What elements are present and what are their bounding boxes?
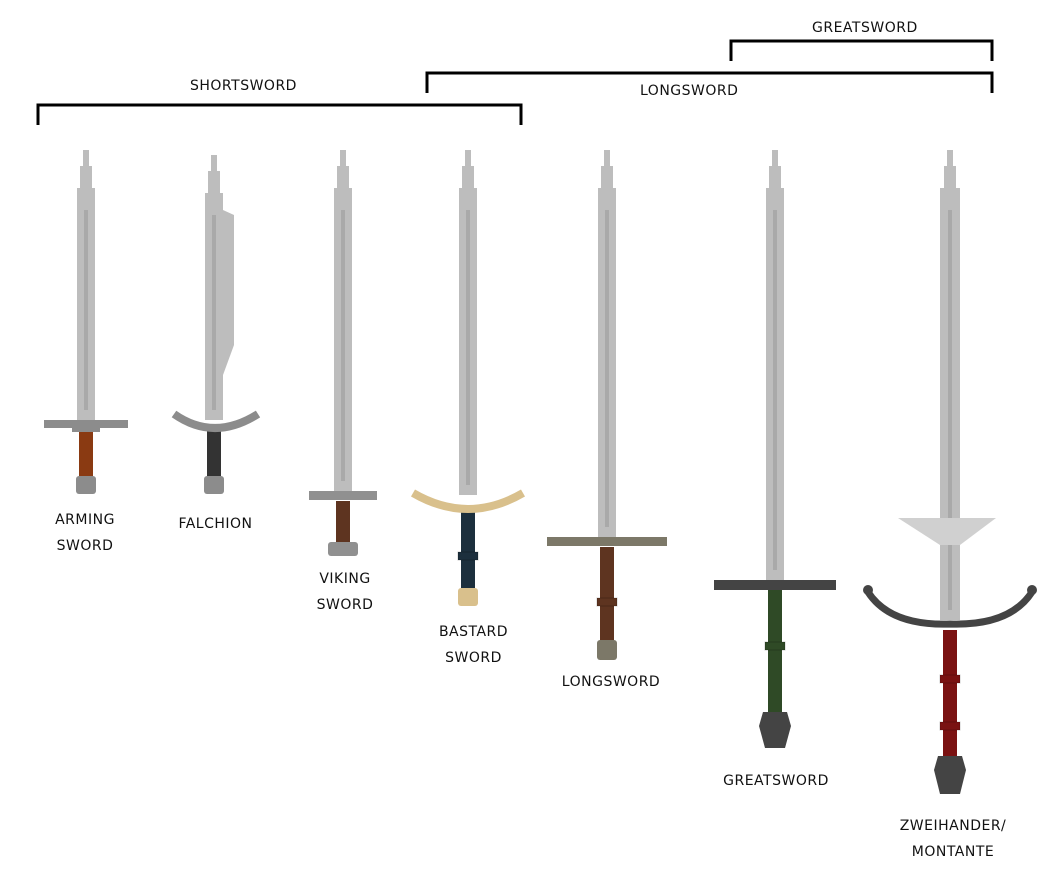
grip-ring — [457, 551, 479, 561]
group-label-longsword: LONGSWORD — [640, 83, 739, 99]
sword-label-greatsword: GREATSWORD — [723, 773, 829, 789]
sword-1 — [44, 150, 128, 494]
blade-tip — [465, 150, 471, 168]
crossguard — [714, 580, 836, 590]
crossguard — [410, 489, 526, 513]
sword-4 — [410, 150, 526, 606]
blade-tip — [83, 150, 89, 168]
blade-fuller — [948, 210, 952, 610]
blade-tip — [947, 150, 953, 168]
blade-point — [601, 166, 613, 190]
sword-7 — [863, 150, 1037, 794]
grip-ring — [939, 721, 961, 731]
pommel — [934, 756, 966, 794]
pommel — [597, 640, 617, 660]
blade-fuller — [341, 210, 345, 481]
bracket-greatsword — [729, 39, 994, 61]
pommel — [458, 588, 478, 606]
sword-label-zweihander: ZWEIHANDER/MONTANTE — [899, 818, 1007, 860]
blade-tip — [604, 150, 610, 168]
guard-tip — [863, 585, 873, 595]
pommel — [759, 712, 791, 748]
sword-6 — [714, 150, 836, 748]
grip-ring — [596, 597, 618, 607]
blade-point — [462, 166, 474, 190]
blade-point — [80, 166, 92, 190]
parrying-hooks — [898, 518, 996, 545]
blade-point — [769, 166, 781, 190]
blade-fuller — [773, 210, 777, 570]
guard-tip — [1027, 585, 1037, 595]
blade-tip — [340, 150, 346, 168]
swords-layer — [44, 150, 1037, 794]
grip — [943, 630, 957, 756]
blade-point — [337, 166, 349, 190]
blade-tip — [772, 150, 778, 168]
sword-2 — [171, 155, 261, 494]
blade-fuller — [605, 210, 609, 527]
grip — [79, 430, 93, 476]
crossguard-block — [72, 426, 100, 432]
grip — [768, 590, 782, 712]
grip-ring — [939, 674, 961, 684]
sword-label-falchion: FALCHION — [178, 516, 253, 532]
group-label-greatsword: GREATSWORD — [812, 20, 918, 36]
sword-label-longsword: LONGSWORD — [561, 674, 661, 690]
blade-fuller — [84, 210, 88, 410]
crossguard — [865, 589, 1035, 628]
falchion-edge — [223, 210, 234, 375]
sword-5 — [547, 150, 667, 660]
grip — [600, 547, 614, 640]
bracket-shortsword — [36, 103, 523, 125]
grip — [461, 505, 475, 588]
sword-3 — [309, 150, 377, 556]
blade-fuller — [212, 215, 216, 410]
grip-ring — [764, 641, 786, 651]
crossguard — [309, 491, 377, 500]
grip — [207, 430, 221, 476]
pommel — [204, 476, 224, 494]
blade-fuller — [466, 210, 470, 485]
bracket-longsword — [425, 71, 994, 93]
crossguard — [44, 420, 128, 428]
blade-point — [208, 171, 220, 195]
group-brackets — [36, 39, 994, 125]
crossguard — [547, 537, 667, 546]
pommel — [328, 542, 358, 556]
group-label-shortsword: SHORTSWORD — [190, 78, 297, 94]
grip — [336, 501, 350, 542]
blade-point — [944, 166, 956, 190]
crossguard — [171, 410, 261, 432]
blade-tip — [211, 155, 217, 173]
pommel — [76, 476, 96, 494]
